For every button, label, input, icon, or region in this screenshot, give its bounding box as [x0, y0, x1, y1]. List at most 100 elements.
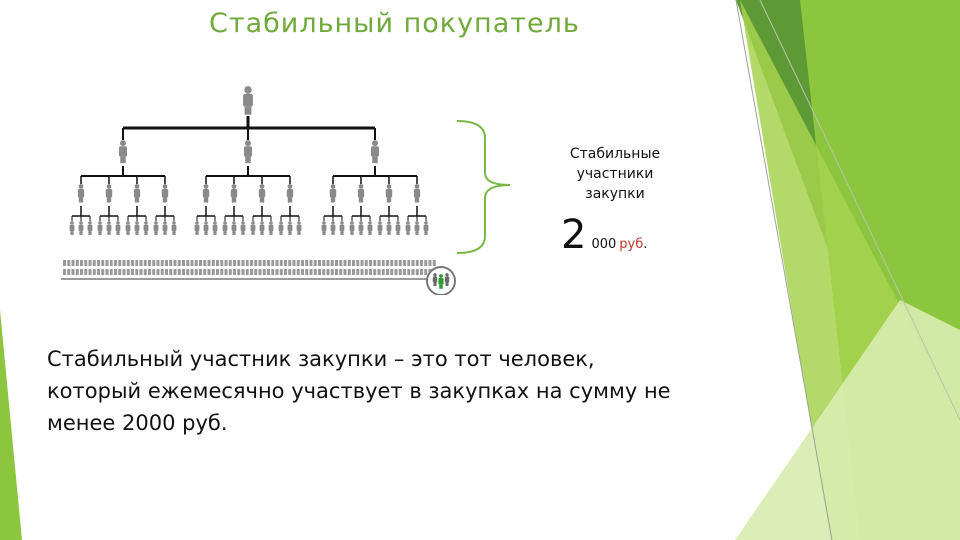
person-icon: [203, 184, 209, 202]
crowd-mark: [412, 260, 415, 266]
person-icon: [162, 184, 168, 202]
crowd-mark: [318, 269, 321, 275]
crowd-mark: [318, 260, 321, 266]
person-icon: [106, 184, 112, 202]
amount-small: 000: [591, 237, 616, 252]
crowd-mark: [356, 269, 359, 275]
crowd-mark: [288, 269, 291, 275]
crowd-mark: [186, 269, 189, 275]
amount-dot: .: [643, 237, 647, 252]
crowd-mark: [148, 269, 151, 275]
crowd-mark: [246, 260, 249, 266]
crowd-mark: [314, 269, 317, 275]
person-icon: [223, 221, 228, 235]
crowd-mark: [178, 260, 181, 266]
person-icon: [232, 221, 237, 235]
crowd-mark: [123, 269, 126, 275]
crowd-mark: [390, 269, 393, 275]
crowd-mark: [216, 269, 219, 275]
crowd-mark: [216, 260, 219, 266]
hierarchy-diagram: [55, 80, 465, 295]
crowd-mark: [114, 269, 117, 275]
crowd-mark: [365, 260, 368, 266]
crowd-mark: [331, 269, 334, 275]
person-icon: [279, 221, 284, 235]
crowd-mark: [174, 260, 177, 266]
crowd-mark: [67, 260, 70, 266]
crowd-mark: [229, 269, 232, 275]
person-icon: [70, 221, 75, 235]
person-icon: [259, 184, 265, 202]
crowd-mark: [72, 269, 75, 275]
crowd-mark: [276, 260, 279, 266]
crowd-mark: [284, 269, 287, 275]
crowd-mark: [186, 260, 189, 266]
crowd-mark: [195, 269, 198, 275]
crowd-mark: [135, 260, 138, 266]
crowd-mark: [165, 269, 168, 275]
person-icon: [406, 221, 411, 235]
crowd-mark: [263, 269, 266, 275]
left-edge-shape: [0, 310, 22, 540]
crowd-mark: [361, 260, 364, 266]
crowd-mark: [157, 260, 160, 266]
crowd-mark: [399, 269, 402, 275]
person-icon: [231, 184, 237, 202]
crowd-mark: [182, 269, 185, 275]
crowd-mark: [93, 269, 96, 275]
caption: Стабильные участники закупки: [540, 144, 690, 204]
crowd-mark: [271, 269, 274, 275]
crowd-mark: [395, 260, 398, 266]
crowd-mark: [352, 260, 355, 266]
crowd-mark: [237, 269, 240, 275]
crowd-mark: [212, 260, 215, 266]
crowd-mark: [233, 260, 236, 266]
description-line: Стабильный участник закупки – это тот че…: [47, 343, 787, 375]
crowd-mark: [242, 269, 245, 275]
person-icon: [195, 221, 200, 235]
crowd-mark: [220, 269, 223, 275]
crowd-mark: [106, 260, 109, 266]
crowd-mark: [276, 269, 279, 275]
crowd-mark: [140, 269, 143, 275]
crowd-mark: [390, 260, 393, 266]
crowd-mark: [97, 260, 100, 266]
crowd-mark: [123, 260, 126, 266]
crowd-mark: [344, 260, 347, 266]
crowd-mark: [106, 269, 109, 275]
description: Стабильный участник закупки – это тот че…: [47, 343, 787, 439]
crowd-mark: [424, 269, 427, 275]
crowd-mark: [369, 260, 372, 266]
person-icon: [359, 221, 364, 235]
crowd-mark: [288, 260, 291, 266]
crowd-mark: [93, 260, 96, 266]
person-icon: [358, 184, 364, 202]
person-icon: [134, 184, 140, 202]
person-icon: [368, 221, 373, 235]
crowd-mark: [348, 260, 351, 266]
crowd-mark: [378, 260, 381, 266]
crowd-mark: [254, 269, 257, 275]
crowd-mark: [356, 260, 359, 266]
crowd-mark: [152, 260, 155, 266]
person-icon: [322, 221, 327, 235]
crowd-mark: [399, 260, 402, 266]
crowd-mark: [229, 260, 232, 266]
crowd-mark: [127, 269, 130, 275]
crowd-mark: [416, 260, 419, 266]
crowd-mark: [76, 269, 79, 275]
crowd-mark: [365, 269, 368, 275]
caption-line: Стабильные: [540, 144, 690, 164]
crowd-mark: [110, 269, 113, 275]
crowd-mark: [386, 260, 389, 266]
crowd-mark: [195, 260, 198, 266]
crowd-mark: [403, 269, 406, 275]
crowd-mark: [280, 269, 283, 275]
crowd-mark: [203, 260, 206, 266]
person-icon: [386, 184, 392, 202]
crowd-mark: [301, 269, 304, 275]
crowd-mark: [284, 260, 287, 266]
crowd-mark: [76, 260, 79, 266]
crowd-mark: [127, 260, 130, 266]
